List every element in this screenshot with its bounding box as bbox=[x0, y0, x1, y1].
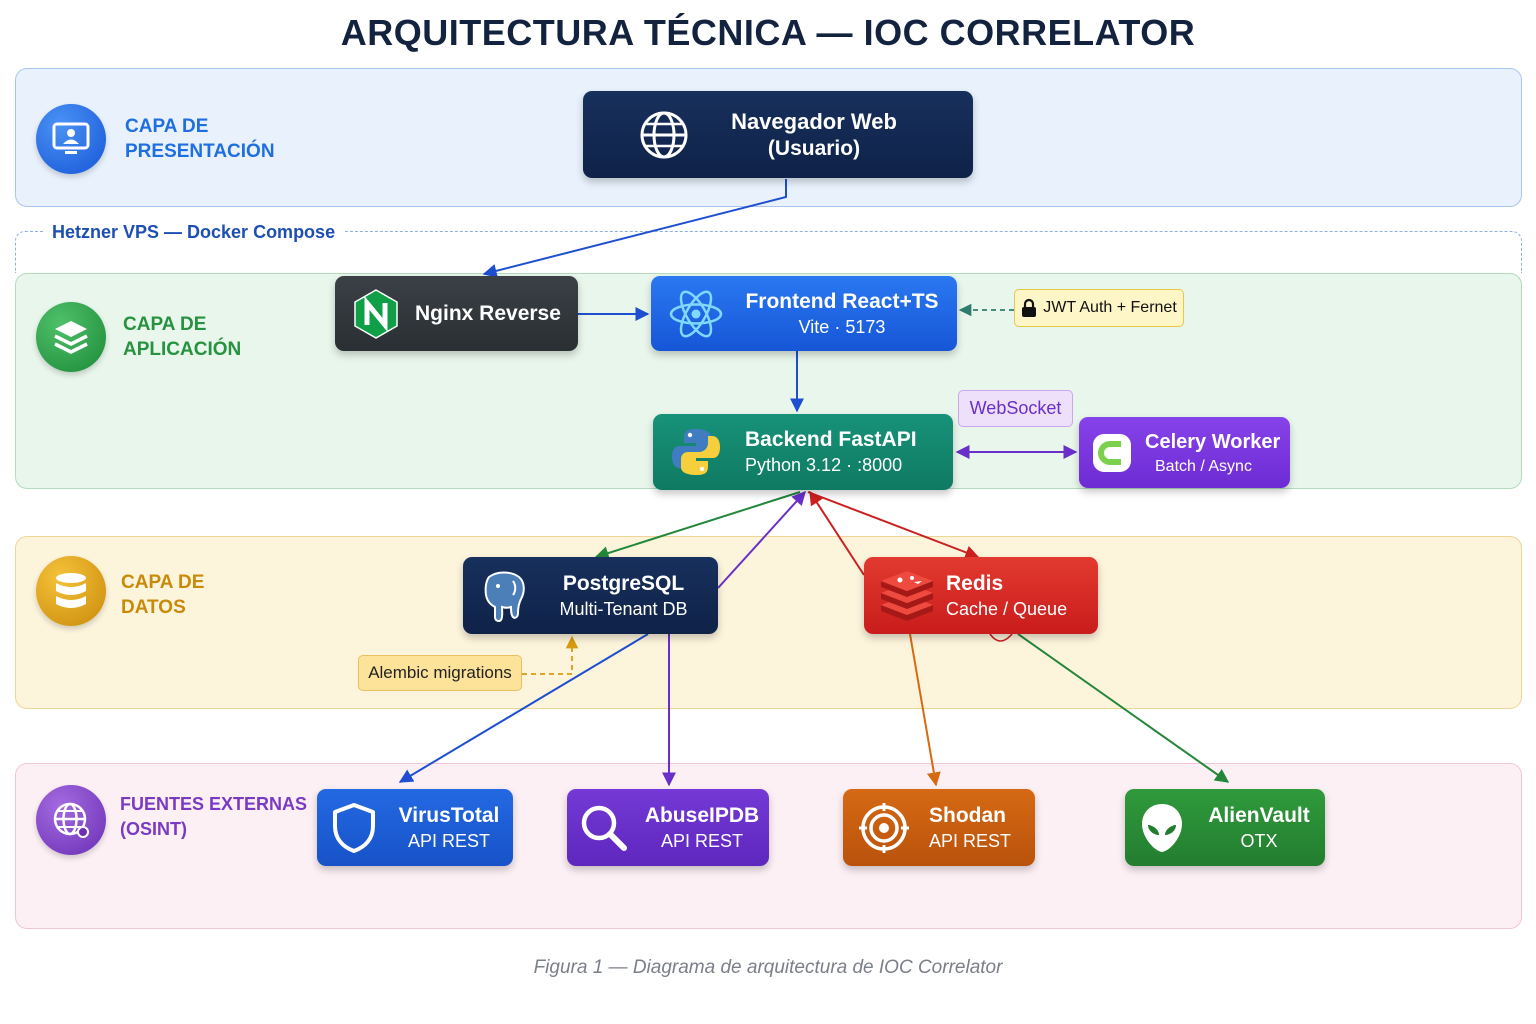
external-label-line2: (OSINT) bbox=[120, 819, 187, 839]
alienvault-subtitle: OTX bbox=[1240, 830, 1278, 851]
postgres-subtitle: Multi-Tenant DB bbox=[559, 598, 688, 619]
websocket-tag: WebSocket bbox=[958, 390, 1073, 427]
frontend-subtitle: Vite · 5173 bbox=[798, 316, 886, 337]
lock-icon bbox=[1021, 298, 1037, 318]
postgres-title: PostgreSQL bbox=[562, 571, 685, 595]
abuseipdb-title: AbuseIPDB bbox=[644, 803, 760, 827]
nginx-node: Nginx Reverse bbox=[335, 276, 578, 351]
postgres-node: PostgreSQL Multi-Tenant DB bbox=[463, 557, 718, 634]
vps-boundary bbox=[15, 231, 1522, 273]
jwt-auth-tag: JWT Auth + Fernet bbox=[1014, 289, 1184, 327]
globe-icon bbox=[36, 785, 106, 855]
alienvault-node: AlienVault OTX bbox=[1125, 789, 1325, 866]
external-label-line1: FUENTES EXTERNAS bbox=[120, 794, 308, 814]
virustotal-subtitle: API REST bbox=[407, 830, 491, 851]
browser-subtitle: (Usuario) bbox=[767, 136, 861, 160]
frontend-node: Frontend React+TS Vite · 5173 bbox=[651, 276, 957, 351]
target-icon bbox=[853, 802, 915, 853]
monitor-user-icon bbox=[36, 104, 106, 174]
alienvault-title: AlienVault bbox=[1208, 803, 1310, 827]
redis-title: Redis bbox=[946, 571, 1004, 595]
nginx-logo-icon bbox=[345, 288, 407, 340]
application-label-line1: CAPA DE bbox=[123, 314, 207, 335]
backend-subtitle: Python 3.12 · :8000 bbox=[745, 455, 903, 475]
browser-title: Navegador Web bbox=[731, 108, 897, 134]
search-icon bbox=[573, 803, 635, 853]
figure-caption: Figura 1 — Diagrama de arquitectura de I… bbox=[533, 957, 1003, 978]
backend-node: Backend FastAPI Python 3.12 · :8000 bbox=[653, 414, 953, 490]
backend-title: Backend FastAPI bbox=[745, 428, 917, 451]
application-label-line2: APLICACIÓN bbox=[123, 339, 242, 360]
alien-icon bbox=[1131, 801, 1193, 855]
celery-node: Celery Worker Batch / Async bbox=[1079, 417, 1290, 488]
alembic-tag: Alembic migrations bbox=[358, 655, 522, 691]
shodan-title: Shodan bbox=[929, 803, 1006, 827]
vps-label: Hetzner VPS — Docker Compose bbox=[44, 220, 344, 244]
react-logo-icon bbox=[665, 289, 727, 339]
abuseipdb-subtitle: API REST bbox=[660, 830, 744, 851]
database-icon bbox=[36, 556, 106, 626]
presentation-label-line2: PRESENTACIÓN bbox=[125, 141, 275, 162]
virustotal-node: VirusTotal API REST bbox=[317, 789, 513, 866]
celery-title: Celery Worker bbox=[1145, 430, 1281, 453]
celery-subtitle: Batch / Async bbox=[1155, 457, 1252, 475]
layers-icon bbox=[36, 302, 106, 372]
nginx-title: Nginx Reverse bbox=[415, 302, 561, 325]
shodan-node: Shodan API REST bbox=[843, 789, 1035, 866]
data-layer-label: CAPA DE DATOS bbox=[121, 570, 204, 620]
application-layer-label: CAPA DE APLICACIÓN bbox=[123, 312, 241, 362]
globe-icon bbox=[633, 109, 695, 161]
shield-icon bbox=[323, 802, 385, 854]
python-logo-icon bbox=[665, 426, 727, 478]
external-layer-label: FUENTES EXTERNAS (OSINT) bbox=[120, 792, 307, 842]
abuseipdb-node: AbuseIPDB API REST bbox=[567, 789, 769, 866]
data-layer bbox=[15, 536, 1522, 709]
data-label-line1: CAPA DE bbox=[121, 572, 205, 593]
redis-logo-icon bbox=[876, 570, 938, 621]
postgres-elephant-icon bbox=[473, 569, 535, 623]
page-title: ARQUITECTURA TÉCNICA — IOC CORRELATOR bbox=[340, 12, 1196, 53]
redis-subtitle: Cache / Queue bbox=[946, 598, 1068, 619]
jwt-auth-label: JWT Auth + Fernet bbox=[1043, 299, 1177, 316]
celery-logo-icon bbox=[1083, 432, 1141, 474]
shodan-subtitle: API REST bbox=[929, 830, 1012, 851]
redis-node: Redis Cache / Queue bbox=[864, 557, 1098, 634]
presentation-label-line1: CAPA DE bbox=[125, 116, 209, 137]
browser-node: Navegador Web (Usuario) bbox=[583, 91, 973, 178]
presentation-layer-label: CAPA DE PRESENTACIÓN bbox=[125, 114, 275, 164]
frontend-title: Frontend React+TS bbox=[745, 289, 939, 313]
virustotal-title: VirusTotal bbox=[398, 803, 500, 827]
data-label-line2: DATOS bbox=[121, 597, 186, 618]
